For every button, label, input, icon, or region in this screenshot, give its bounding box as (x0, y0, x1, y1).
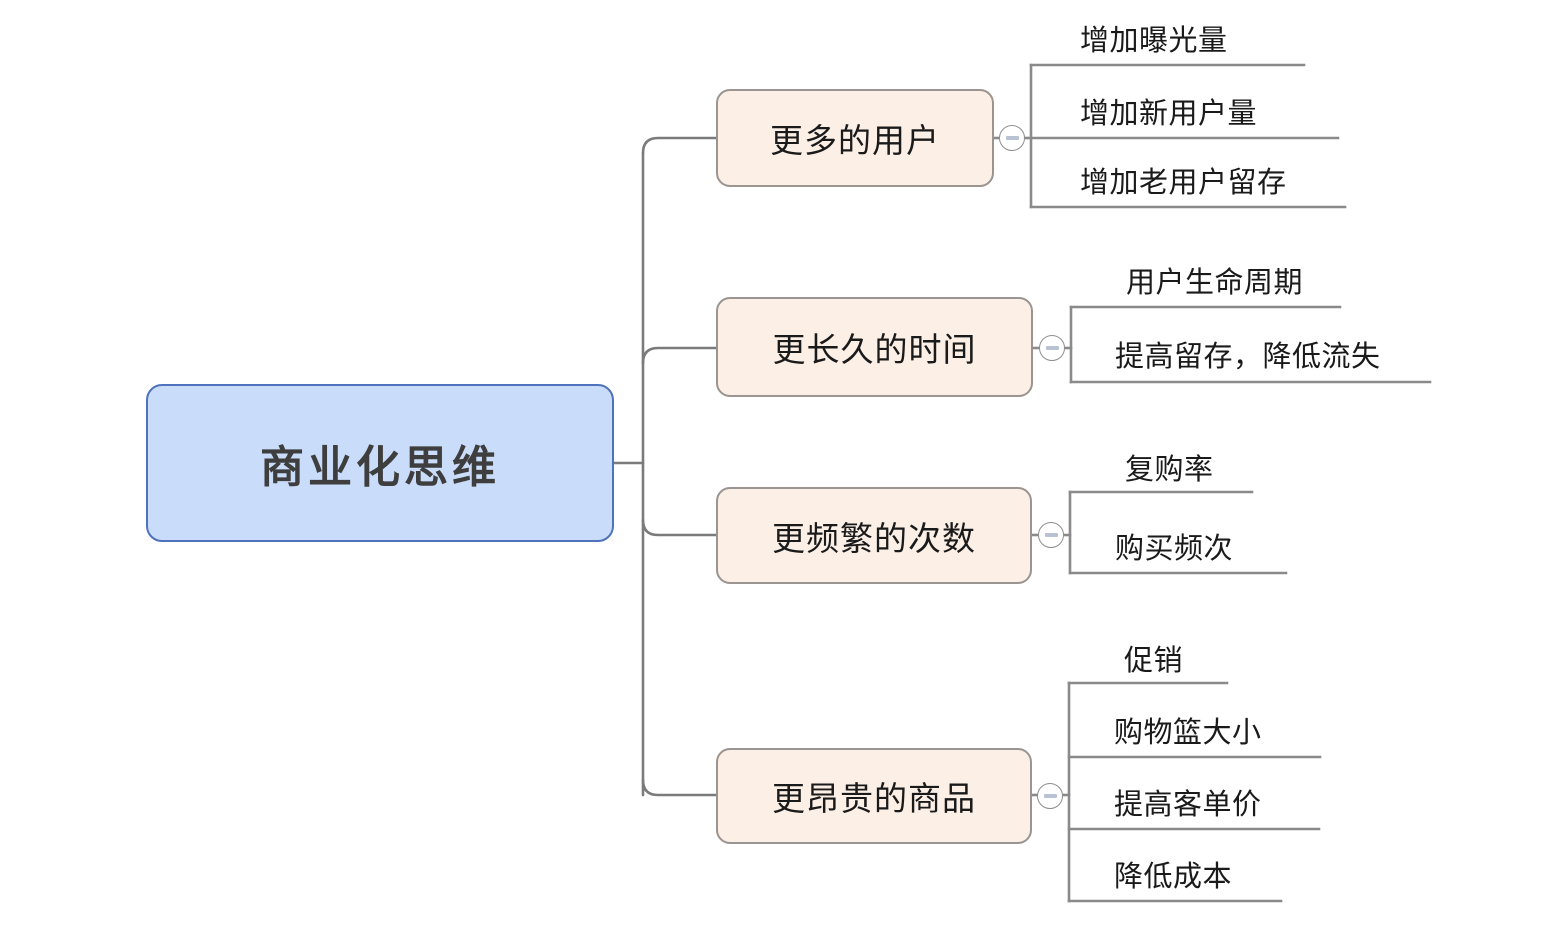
leaf-node[interactable]: 降低成本 (1114, 861, 1233, 893)
branch-node-more-frequency[interactable]: 更频繁的次数 (716, 487, 1032, 584)
branch-node-label: 更多的用户 (770, 122, 940, 159)
minus-bar (1044, 533, 1058, 537)
leaf-node[interactable]: 复购率 (1125, 454, 1214, 486)
leaf-node[interactable]: 增加曝光量 (1080, 25, 1228, 57)
minus-bar (1005, 136, 1019, 140)
leaf-node[interactable]: 增加新用户量 (1080, 98, 1258, 130)
leaf-node[interactable]: 购买频次 (1115, 533, 1234, 565)
root-node-label: 商业化思维 (260, 443, 500, 492)
root-node[interactable]: 商业化思维 (146, 384, 614, 542)
branch-node-longer-time[interactable]: 更长久的时间 (716, 297, 1033, 397)
branch-node-label: 更长久的时间 (772, 331, 977, 368)
minus-bar (1043, 794, 1057, 798)
leaf-node[interactable]: 增加老用户留存 (1080, 167, 1287, 199)
minus-circle-icon[interactable] (1038, 522, 1064, 548)
leaf-node[interactable]: 用户生命周期 (1126, 267, 1304, 299)
minus-circle-icon[interactable] (999, 125, 1025, 151)
minus-circle-icon[interactable] (1037, 783, 1063, 809)
branch-node-more-expensive-goods[interactable]: 更昂贵的商品 (716, 748, 1032, 844)
leaf-node[interactable]: 购物篮大小 (1114, 717, 1262, 749)
leaf-node[interactable]: 提高留存，降低流失 (1115, 341, 1381, 373)
branch-node-more-users[interactable]: 更多的用户 (716, 89, 994, 187)
branch-node-label: 更昂贵的商品 (772, 780, 976, 817)
leaf-node[interactable]: 促销 (1124, 645, 1184, 677)
branch-node-label: 更频繁的次数 (772, 519, 976, 557)
leaf-node[interactable]: 提高客单价 (1114, 789, 1262, 821)
minus-circle-icon[interactable] (1039, 335, 1065, 361)
minus-bar (1045, 346, 1059, 350)
